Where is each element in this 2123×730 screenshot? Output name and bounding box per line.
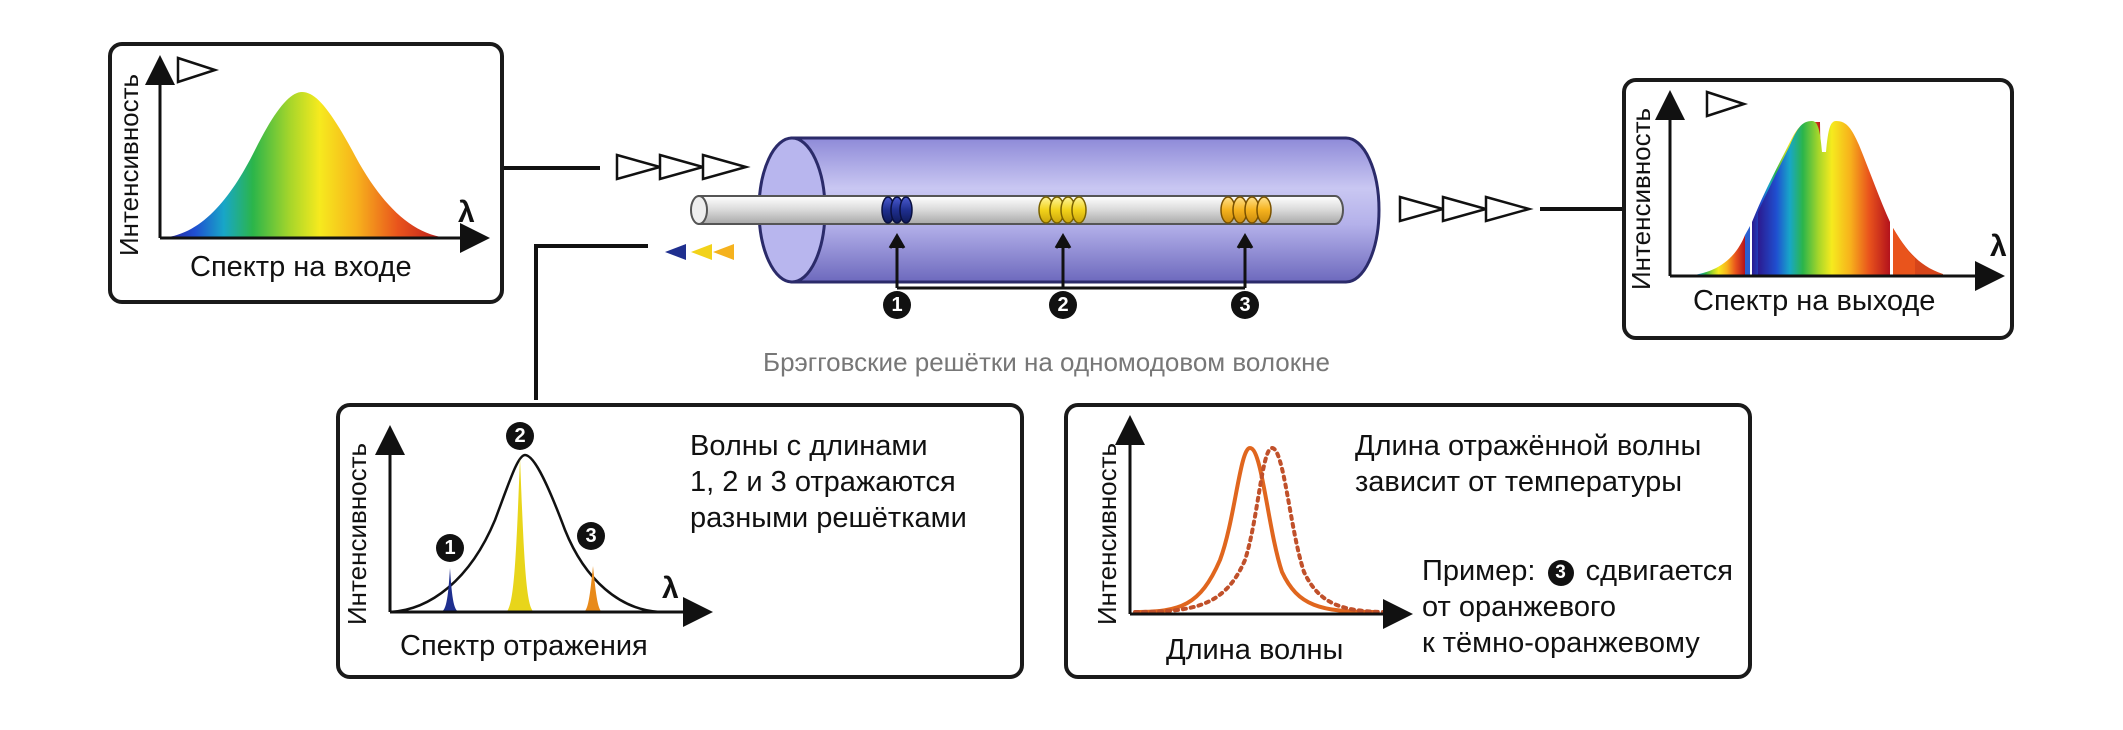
input-spectrum-panel xyxy=(108,42,504,304)
reflection-peak-badge-2: 2 xyxy=(506,422,534,450)
input-axis-y-label: Интенсивность xyxy=(114,73,144,256)
temperature-axis-x-label: Длина волны xyxy=(1166,634,1344,666)
output-axis-y-label: Интенсивность xyxy=(1626,107,1656,290)
grating-2 xyxy=(1038,196,1087,224)
reflection-peak-3 xyxy=(583,566,603,612)
fiber-caption: Брэгговские решётки на одномодовом волок… xyxy=(763,347,1330,377)
grating-1 xyxy=(881,196,913,224)
input-caption: Спектр на входе xyxy=(190,251,412,283)
reflection-spectrum-plot xyxy=(375,425,713,627)
reflection-axis-y-label: Интенсивность xyxy=(342,442,372,625)
reflected-light-arrows xyxy=(665,244,734,260)
grating-badge-3: 3 xyxy=(1231,291,1259,319)
example-prefix: Пример: xyxy=(1422,555,1536,587)
reflection-description-line-2: 1, 2 и 3 отражаются xyxy=(690,466,956,498)
reflection-peak-2 xyxy=(505,458,535,612)
output-light-arrows xyxy=(1398,195,1534,223)
output-spectrum-panel xyxy=(1622,78,2014,340)
example-suffix: сдвигается xyxy=(1585,555,1733,587)
grating-badge-2: 2 xyxy=(1049,291,1077,319)
reflection-peak-badge-1: 1 xyxy=(436,534,464,562)
temperature-example-line-3: к тёмно-оранжевому xyxy=(1422,627,1700,659)
temperature-description-line-2: зависит от температуры xyxy=(1355,466,1683,498)
temperature-panel xyxy=(1064,403,1752,679)
grating-pointers xyxy=(888,233,1254,290)
input-axis-x-label: λ xyxy=(458,196,475,229)
temperature-description-line-1: Длина отражённой волны xyxy=(1355,430,1702,462)
curve-dark-orange-dotted xyxy=(1133,445,1392,614)
temperature-example-line-2: от оранжевого xyxy=(1422,591,1617,623)
example-badge-3: 3 xyxy=(1547,560,1574,586)
temperature-example-line-1: Пример: 3 сдвигается xyxy=(1422,553,1733,589)
grating-badge-1: 1 xyxy=(883,291,911,319)
fiber-cylinder xyxy=(690,136,1381,284)
temperature-shift-plot xyxy=(1115,415,1413,629)
temperature-description: Длина отражённой волны зависит от темпер… xyxy=(1355,428,1701,500)
reflection-description: Волны с длинами 1, 2 и 3 отражаются разн… xyxy=(690,428,967,536)
input-marker-triangle xyxy=(176,56,220,84)
reflection-peak-badge-3: 3 xyxy=(577,522,605,550)
reflection-caption: Спектр отражения xyxy=(400,630,648,662)
output-marker-triangle xyxy=(1705,90,1749,118)
reflection-description-line-1: Волны с длинами xyxy=(690,430,928,462)
input-spectrum-plot xyxy=(145,55,490,253)
curve-orange-solid xyxy=(1134,445,1376,614)
reflection-description-line-3: разными решётками xyxy=(690,502,967,534)
output-spectrum-plot xyxy=(1655,90,2005,291)
grating-3 xyxy=(1220,196,1272,224)
reflection-axis-x-label: λ xyxy=(662,572,679,605)
output-caption: Спектр на выходе xyxy=(1693,285,1936,317)
output-axis-x-label: λ xyxy=(1990,230,2007,263)
input-light-arrows xyxy=(615,153,751,181)
reflection-peak-1 xyxy=(440,568,460,612)
reflection-spectrum-panel xyxy=(336,403,1024,679)
temperature-axis-y-label: Интенсивность xyxy=(1092,442,1122,625)
temperature-example: Пример: 3 сдвигается от оранжевого к тём… xyxy=(1422,553,1733,661)
